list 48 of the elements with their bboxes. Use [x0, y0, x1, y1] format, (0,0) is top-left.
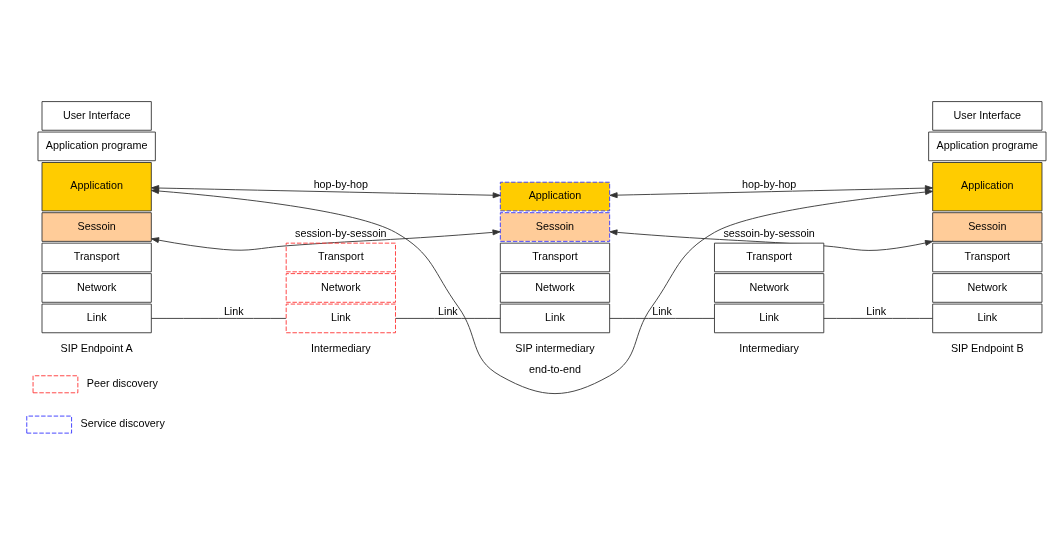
edge-label: session-by-sessoin [295, 226, 387, 239]
node-box: Transport [41, 242, 152, 272]
node-box: User Interface [41, 100, 152, 131]
label: SIP Endpoint A [60, 341, 133, 354]
edge-label: Link [652, 304, 672, 317]
node-box: Transport [932, 242, 1043, 272]
label: SIP Endpoint B [950, 341, 1024, 354]
node-box: Sessoin [41, 211, 152, 242]
connector [395, 317, 501, 319]
node-box: Application [499, 181, 611, 211]
arrow [609, 184, 933, 198]
edge-label: end-to-end [528, 362, 581, 375]
node-box: Network [714, 272, 825, 303]
node-box: Network [285, 272, 396, 303]
edge-label: sessoin-by-sessoin [723, 226, 815, 239]
node-box: Link [499, 303, 611, 333]
arrow [151, 187, 934, 394]
node-box: Application [41, 161, 152, 211]
node-box: Application [932, 161, 1043, 211]
edge-label: hop-by-hop [313, 177, 369, 190]
edge-label: Link [866, 304, 887, 317]
edge-label: Link [438, 304, 458, 317]
node-box: Network [932, 272, 1043, 303]
node-box: Network [41, 272, 152, 303]
legend-label: Service discovery [80, 416, 165, 429]
node-box: Link [714, 303, 825, 333]
node-box: Link [932, 303, 1043, 333]
node-box: Application programe [928, 131, 1047, 161]
node-box: User Interface [932, 100, 1043, 131]
node-box: Sessoin [499, 211, 611, 242]
edge-label: Link [223, 304, 244, 317]
connector [609, 317, 715, 319]
node-box: Application programe [37, 131, 156, 161]
arrow [151, 228, 501, 251]
node-box: Transport [714, 242, 825, 272]
node-box: Link [285, 303, 396, 333]
connector [823, 317, 933, 319]
label: Intermediary [310, 341, 371, 354]
node-box: Sessoin [932, 211, 1043, 242]
connector [150, 317, 287, 319]
label: Intermediary [739, 341, 800, 354]
node-box: Network [499, 272, 611, 303]
edge-label: hop-by-hop [741, 177, 797, 190]
label: SIP intermediary [515, 341, 595, 354]
node-box: Link [41, 303, 152, 333]
legend-label: Peer discovery [86, 376, 158, 389]
node-box: Transport [499, 242, 611, 272]
node-box: Transport [285, 242, 396, 272]
